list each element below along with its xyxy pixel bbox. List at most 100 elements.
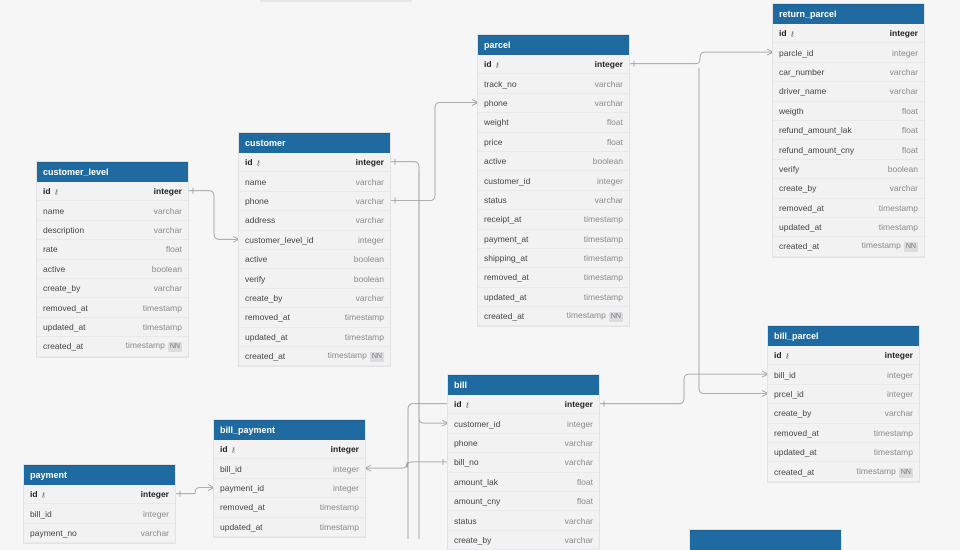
column-row[interactable]: id⚷integer <box>24 485 175 505</box>
column-row[interactable]: id⚷integer <box>768 346 919 366</box>
column-name-cell: removed_at <box>220 502 265 512</box>
column-name-cell: track_no <box>484 79 517 89</box>
table-header[interactable]: customer_level <box>37 162 188 182</box>
column-row[interactable]: id⚷integer <box>239 153 390 173</box>
table-partial-bottom[interactable] <box>690 530 841 550</box>
column-row[interactable]: id⚷integer <box>773 24 924 44</box>
table-header[interactable] <box>690 530 841 550</box>
table-header[interactable]: customer <box>239 133 390 153</box>
not-null-badge: NN <box>898 467 913 478</box>
column-type: timestamp <box>566 310 606 321</box>
table-header[interactable]: bill_payment <box>214 420 365 440</box>
column-name-cell: refund_amount_lak <box>779 125 852 135</box>
table-header[interactable]: bill <box>448 375 599 395</box>
column-type-cell: boolean <box>152 264 182 274</box>
column-type: timestamp <box>319 521 359 532</box>
column-row[interactable]: id⚷integer <box>448 395 599 415</box>
table-header[interactable]: return_parcel <box>773 4 924 24</box>
table-header[interactable]: bill_parcel <box>768 326 919 346</box>
column-row[interactable]: id⚷integer <box>214 440 365 460</box>
column-row[interactable]: id⚷integer <box>37 182 188 202</box>
column-type: integer <box>355 157 384 168</box>
column-name-cell: status <box>454 516 477 526</box>
column-type-cell: timestamp <box>584 214 623 224</box>
column-row[interactable]: id⚷integer <box>478 55 629 75</box>
column-type: varchar <box>153 283 182 294</box>
table-header[interactable]: payment <box>24 465 175 485</box>
table-header[interactable]: parcel <box>478 35 629 55</box>
